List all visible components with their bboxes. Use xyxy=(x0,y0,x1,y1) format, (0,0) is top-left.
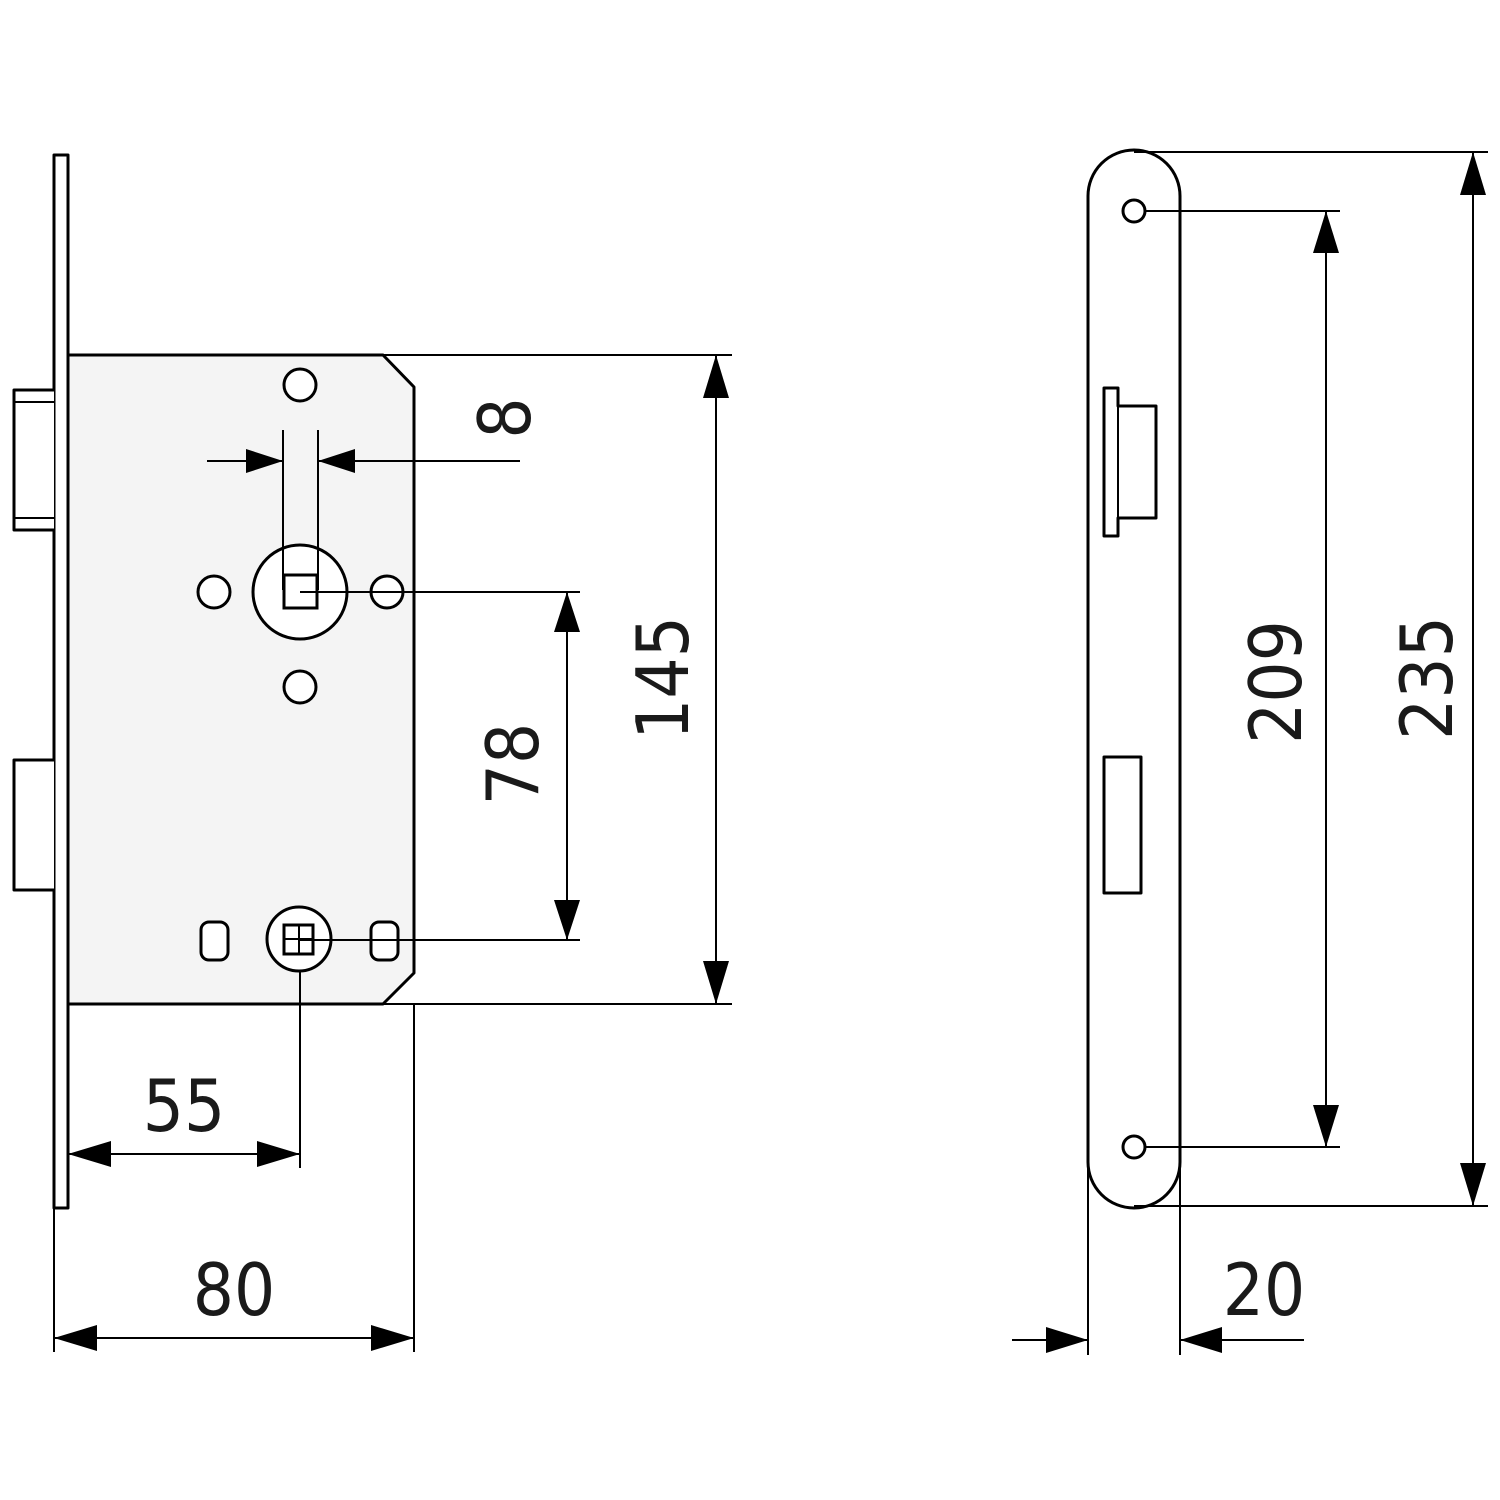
dim-spindle-label: 8 xyxy=(463,397,547,438)
dim-case-height-label: 145 xyxy=(621,616,705,740)
faceplate xyxy=(1086,148,1182,1210)
side-view: 8 78 145 55 xyxy=(12,153,732,1352)
mount-hole-top xyxy=(282,367,318,403)
mount-hole-bottom xyxy=(282,669,318,705)
bolt-opening xyxy=(1102,755,1143,895)
faceplate-screw-top xyxy=(1121,198,1147,224)
dim-backset-label: 55 xyxy=(143,1064,225,1148)
faceplate-screw-bottom xyxy=(1121,1134,1147,1160)
dim-plate-length-label: 235 xyxy=(1385,616,1469,740)
lock-case xyxy=(66,353,416,1006)
dim-screw-spacing-label: 209 xyxy=(1234,620,1318,744)
lower-bolt xyxy=(12,758,54,892)
mount-hole-left xyxy=(196,574,232,610)
dim-plate-width: 20 xyxy=(1012,1162,1305,1355)
dim-plate-width-label: 20 xyxy=(1223,1248,1305,1332)
front-view: 209 235 20 xyxy=(1012,148,1488,1355)
dim-spindle: 8 xyxy=(207,397,547,590)
latch-bolt xyxy=(12,388,54,532)
dim-plate-length: 235 xyxy=(1134,151,1488,1207)
dim-center-distance: 78 xyxy=(299,591,580,941)
dim-case-height: 145 xyxy=(383,354,732,1005)
faceplate-strip xyxy=(52,153,70,1210)
dim-case-width-label: 80 xyxy=(193,1248,275,1332)
latch-bolt-detail xyxy=(14,401,54,519)
dim-screw-spacing: 209 xyxy=(1146,210,1340,1148)
lower-hole-left xyxy=(199,920,230,962)
dim-center-distance-label: 78 xyxy=(471,723,555,805)
dim-backset: 55 xyxy=(68,970,301,1168)
dim-case-width: 80 xyxy=(53,1004,415,1352)
latch-opening xyxy=(1102,386,1158,538)
